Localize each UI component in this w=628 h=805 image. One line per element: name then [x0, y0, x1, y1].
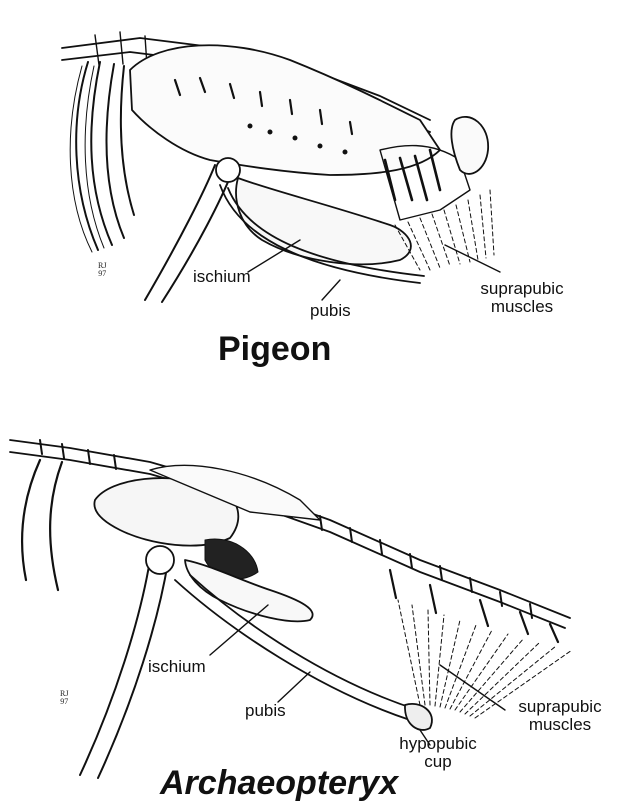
archaeopteryx-ribs	[22, 460, 62, 590]
pigeon-suprapubic-leader	[445, 245, 500, 272]
archaeopteryx-label-suprapubic-line1: suprapubic	[500, 698, 620, 716]
archaeopteryx-label-suprapubic-muscles: suprapubic muscles	[500, 698, 620, 734]
pigeon-label-suprapubic-line2: muscles	[462, 298, 582, 316]
archaeopteryx-hypopubic-cup	[405, 704, 432, 730]
archaeopteryx-label-suprapubic-line2: muscles	[500, 716, 620, 734]
pigeon-suprapubic-muscles	[395, 190, 494, 270]
pigeon-ilium	[130, 45, 440, 175]
archaeopteryx-label-hypopubic-line1: hypopubic	[388, 735, 488, 753]
archaeopteryx-title: Archaeopteryx	[160, 764, 398, 803]
pigeon-pubis-leader	[322, 280, 340, 300]
archaeopteryx-suprapubic-leader	[440, 665, 505, 710]
archaeopteryx-label-pubis: pubis	[245, 702, 286, 720]
archaeopteryx-drawing	[10, 440, 572, 778]
pigeon-label-suprapubic-line1: suprapubic	[462, 280, 582, 298]
pigeon-pygostyle	[451, 117, 488, 174]
pigeon-label-suprapubic-muscles: suprapubic muscles	[462, 280, 582, 316]
archaeopteryx-label-hypopubic-cup: hypopubic cup	[388, 735, 488, 771]
archaeopteryx-pubis	[175, 575, 418, 720]
archaeopteryx-signature-year: 97	[60, 698, 68, 706]
pigeon-artist-signature: RJ 97	[98, 262, 106, 278]
archaeopteryx-artist-signature: RJ 97	[60, 690, 68, 706]
pigeon-label-pubis: pubis	[310, 302, 351, 320]
archaeopteryx-label-hypopubic-line2: cup	[388, 753, 488, 771]
archaeopteryx-pubis-leader	[278, 672, 310, 702]
pigeon-ischium	[236, 178, 411, 264]
pigeon-signature-year: 97	[98, 270, 106, 278]
pigeon-title: Pigeon	[218, 330, 331, 369]
pigeon-label-ischium: ischium	[193, 268, 251, 286]
pigeon-drawing	[62, 32, 500, 302]
archaeopteryx-label-ischium: ischium	[148, 658, 206, 676]
